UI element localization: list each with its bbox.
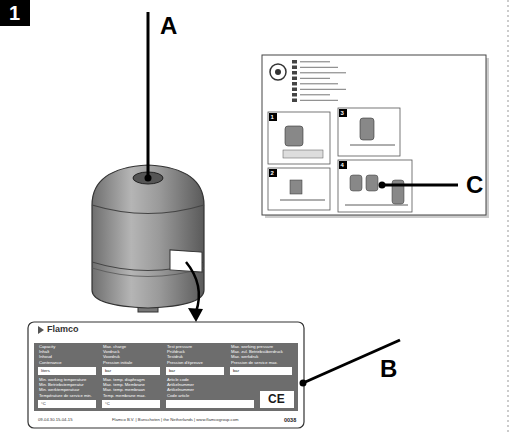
rating-plate bbox=[28, 322, 304, 428]
plate-field: Pression d'épreuve bbox=[167, 361, 203, 365]
callout-letter: B bbox=[380, 357, 397, 381]
plate-unit: °C bbox=[41, 402, 46, 406]
plate-field: Testdruk bbox=[167, 355, 183, 359]
plate-field: Max. werkdruk bbox=[231, 355, 258, 359]
plate-unit: °C bbox=[105, 402, 110, 406]
leader-line bbox=[147, 12, 150, 178]
plate-field: Voordruk bbox=[103, 355, 120, 359]
step-badge: 1 bbox=[0, 0, 30, 26]
plate-field: Min. Betriebstemperatur bbox=[39, 383, 84, 387]
plate-field: Temp. membrane max. bbox=[103, 394, 146, 398]
leader-line bbox=[382, 184, 458, 187]
step-number: 1 bbox=[9, 3, 21, 23]
plate-field: Artikelnummer bbox=[167, 383, 194, 387]
notified-body-number: 0038 bbox=[284, 418, 296, 424]
plate-field: Min. working temperature bbox=[39, 378, 86, 382]
plate-unit: bar bbox=[233, 369, 239, 373]
panel-number: 2 bbox=[271, 170, 274, 176]
plate-field: Max. temp. Membrane bbox=[103, 383, 145, 387]
panel-number: 3 bbox=[341, 110, 344, 116]
plate-field: Vordruck bbox=[103, 350, 120, 354]
leader-line bbox=[303, 340, 400, 383]
plate-field: Inhoud bbox=[39, 355, 52, 359]
plate-field: Capacity bbox=[39, 345, 55, 349]
plate-field: Contenance bbox=[39, 361, 62, 365]
leader-dot bbox=[300, 380, 307, 387]
plate-field: Code article bbox=[167, 394, 189, 398]
ce-mark: CE bbox=[268, 393, 285, 405]
plate-field: Température de service min. bbox=[39, 394, 92, 398]
plate-field: Article code bbox=[167, 378, 189, 382]
leader-dot bbox=[379, 182, 386, 189]
instruction-manual bbox=[262, 55, 489, 218]
plate-field: Max. temp. membraan bbox=[103, 388, 145, 392]
brand-name: Flamco bbox=[47, 325, 79, 334]
plate-field: Max. zul. Betriebsüberdruck bbox=[231, 350, 283, 354]
plate-code: 09-04.30.15-04-15 bbox=[38, 418, 72, 422]
plate-field: Max. charge bbox=[103, 345, 126, 349]
plate-field: Prüfdruck bbox=[167, 350, 185, 354]
detail-arrow bbox=[186, 262, 199, 312]
plate-unit: bar bbox=[169, 369, 175, 373]
callout-letter: C bbox=[466, 173, 483, 197]
plate-field: Test pressure bbox=[167, 345, 192, 349]
panel-number: 4 bbox=[341, 162, 344, 168]
manufacturer-address: Flamco B.V. | Bunschoten | the Netherlan… bbox=[112, 418, 238, 422]
separator-line bbox=[508, 0, 509, 433]
plate-unit: bar bbox=[105, 369, 111, 373]
expansion-vessel bbox=[92, 165, 204, 312]
plate-field: Pression initiale bbox=[103, 361, 132, 365]
plate-field: Min. werktemperatuur bbox=[39, 388, 80, 392]
panel-number: 1 bbox=[271, 114, 274, 120]
leader-dot bbox=[145, 175, 152, 182]
plate-unit: liters bbox=[41, 369, 50, 373]
plate-field: Max. working pressure bbox=[231, 345, 273, 349]
plate-field: Inhalt bbox=[39, 350, 49, 354]
plate-field: Artikelnummer bbox=[167, 388, 194, 392]
callout-letter: A bbox=[160, 14, 177, 38]
plate-field: Max. temp. diaphragm bbox=[103, 378, 145, 382]
plate-field: Pression de service max. bbox=[231, 361, 278, 365]
arrowhead bbox=[188, 308, 203, 322]
